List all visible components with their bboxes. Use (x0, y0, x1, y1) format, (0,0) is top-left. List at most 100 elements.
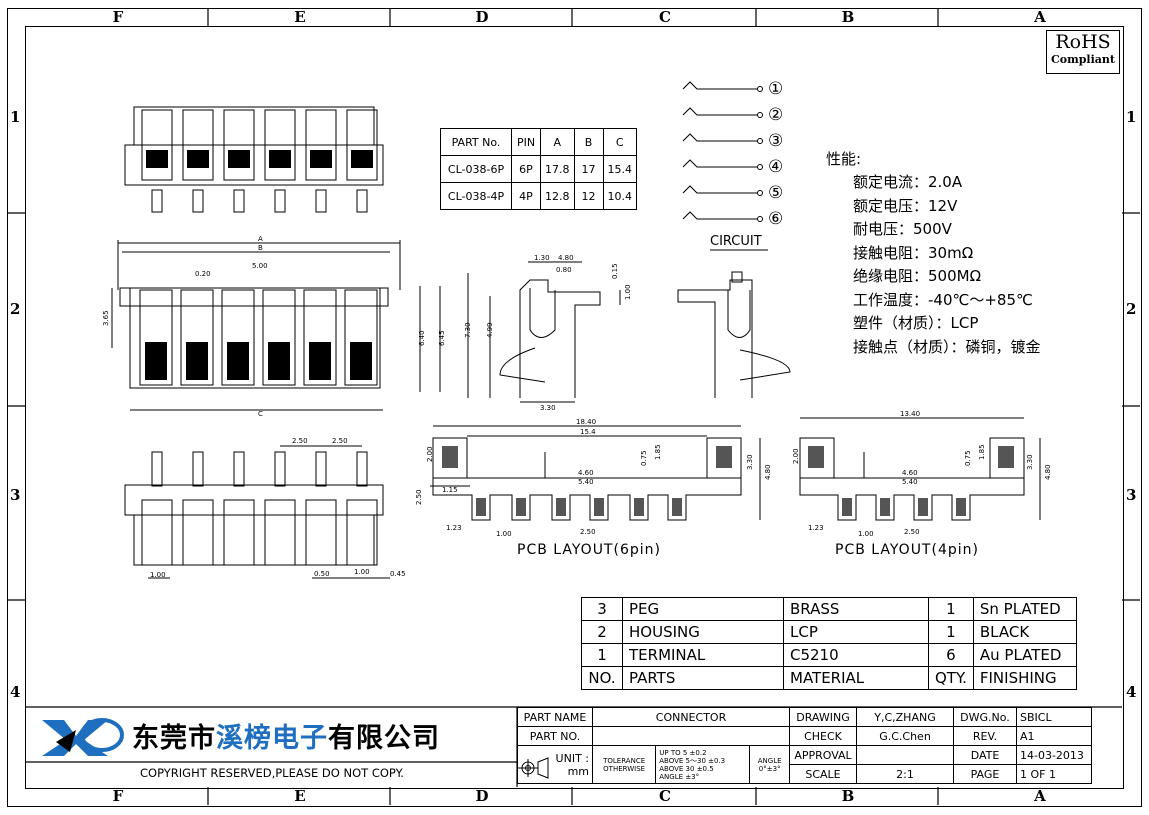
table-header-row: NO. PARTS MATERIAL QTY. FINISHING (581, 666, 1077, 690)
top-view (124, 106, 384, 213)
dim-4-80-6p: 4.80 (764, 464, 772, 480)
company-name-c: 有限公司 (328, 723, 440, 754)
scale-label: SCALE (789, 764, 857, 784)
dim-4-80-4p: 4.80 (1044, 464, 1052, 480)
dim-4-99: 4.99 (486, 322, 494, 338)
zone-right-4: 4 (1126, 683, 1137, 701)
dim-1-15: 1.15 (442, 486, 458, 494)
circuit-label: CIRCUIT (710, 234, 762, 249)
part-no-value (592, 726, 790, 746)
circuit-pin-5: ⑤ (768, 183, 784, 203)
bom-finishing: Au PLATED (972, 643, 1077, 667)
header-b: B (573, 128, 604, 156)
dim-2-50-c: 2.50 (415, 489, 423, 505)
dim-1-30: 1.30 (534, 254, 550, 262)
rohs-subtitle: Compliant (1051, 53, 1115, 66)
page-value: 1 OF 1 (1016, 764, 1092, 784)
dim-1-00-6p: 1.00 (496, 530, 512, 538)
rev-value: A1 (1016, 726, 1092, 746)
table-row: CL-038-6P 6P 17.8 17 15.4 (440, 155, 637, 183)
tol-up-to: UP TO 5 (659, 748, 688, 757)
bom-qty: 1 (928, 597, 974, 621)
zone-top-c: C (659, 8, 671, 26)
tolerance-values: UP TO 5 ±0.2 ABOVE 5～30 ±0.3 ABOVE 30 ±0… (655, 745, 751, 784)
page-label: PAGE (953, 764, 1017, 784)
performance-line: 塑件（材质）：LCP (853, 314, 979, 332)
circuit-pin-3: ③ (768, 131, 784, 151)
dwg-value: SBICL (1016, 707, 1092, 727)
dim-2-50-6p: 2.50 (580, 528, 596, 536)
part-no-label: PART NO. (517, 726, 593, 746)
dim-0-45: 0.45 (390, 570, 406, 578)
zone-top-f: F (112, 8, 124, 26)
cell: CL-038-6P (440, 155, 512, 183)
bottom-view (124, 445, 390, 579)
part-name-value: CONNECTOR (592, 707, 790, 727)
drawing-value: Y,C,ZHANG (856, 707, 954, 727)
bom-header-finishing: FINISHING (972, 666, 1077, 690)
zone-top-d: D (475, 8, 489, 26)
performance-line: 额定电压：12V (853, 196, 958, 215)
zone-left-4: 4 (10, 683, 21, 701)
dim-1-00-4p: 1.00 (858, 530, 874, 538)
bom-material: BRASS (783, 597, 929, 621)
circuit-lines (682, 81, 768, 251)
tol-above5-v: ±0.3 (708, 756, 726, 765)
cell: CL-038-4P (440, 182, 512, 210)
check-value: G.C.Chen (856, 726, 954, 746)
angle-label: ANGLE (757, 756, 782, 765)
dim-1-00-side: 1.00 (624, 284, 632, 300)
zone-left-1: 1 (10, 108, 21, 126)
tol-angle-v: ±3° (685, 772, 700, 781)
zone-bottom-f: F (112, 787, 124, 805)
table-row: CL-038-4P 4P 12.8 12 10.4 (440, 182, 637, 210)
bom-material: LCP (783, 620, 929, 644)
dim-2-50-b: 2.50 (332, 437, 348, 445)
tol-above30: ABOVE 30 (659, 764, 695, 773)
table-row: PART NO. CHECK G.C.Chen REV. A1 (517, 726, 1092, 746)
unit-label: UNIT : (555, 751, 589, 765)
dim-3-30-6p: 3.30 (746, 454, 754, 470)
tolerance-otherwise: OTHERWISE (603, 764, 646, 773)
cell: 10.4 (602, 182, 637, 210)
pcb-4pin-label: PCB LAYOUT(4pin) (835, 542, 979, 558)
tolerance-cell: TOLERANCE OTHERWISE (591, 745, 657, 784)
dim-5-40-4p: 5.40 (902, 478, 918, 486)
approval-label: APPROVAL (789, 745, 857, 765)
table-row: 1 TERMINAL C5210 6 Au PLATED (581, 643, 1077, 667)
dim-1-23-6p: 1.23 (446, 524, 462, 532)
bom-finishing: Sn PLATED (972, 597, 1077, 621)
dim-5-00: 5.00 (252, 262, 268, 270)
dwg-label: DWG.No. (953, 707, 1017, 727)
top-view-cells (141, 109, 378, 181)
dim-0-50: 0.50 (314, 570, 330, 578)
header-a: A (540, 128, 575, 156)
table-row: 3 PEG BRASS 1 Sn PLATED (581, 597, 1077, 621)
dim-c: C (258, 410, 263, 418)
zone-bottom-d: D (475, 787, 489, 805)
circuit-pin-1: ① (768, 79, 784, 99)
zone-left-3: 3 (10, 486, 21, 504)
zone-bottom-c: C (659, 787, 671, 805)
zone-top-a: A (1034, 8, 1046, 26)
dim-4-60-4p: 4.60 (902, 469, 918, 477)
pcb-4pin-pads (808, 446, 1014, 516)
table-row: 2 HOUSING LCP 1 BLACK (581, 620, 1077, 644)
zone-right-3: 3 (1126, 486, 1137, 504)
zone-right-2: 2 (1126, 300, 1137, 318)
cell: 12.8 (540, 182, 575, 210)
dim-3-65: 3.65 (102, 310, 110, 326)
table-header-row: PART No. PIN A B C (440, 128, 637, 156)
angle-value: 0°±3° (758, 764, 781, 773)
main-view (111, 240, 441, 411)
performance-line: 耐电压：500V (853, 220, 952, 238)
table-row: SCALE 2:1 PAGE 1 OF 1 (518, 764, 1092, 784)
cell: 12 (573, 182, 604, 210)
bom-part: HOUSING (622, 620, 784, 644)
dim-0-15: 0.15 (611, 263, 619, 279)
date-label: DATE (953, 745, 1017, 765)
pcb-6pin-pads (442, 446, 732, 516)
table-row: PART NAME CONNECTOR DRAWING Y,C,ZHANG DW… (517, 707, 1092, 727)
dim-5-40-6p: 5.40 (578, 478, 594, 486)
bom-header-no: NO. (581, 666, 623, 690)
